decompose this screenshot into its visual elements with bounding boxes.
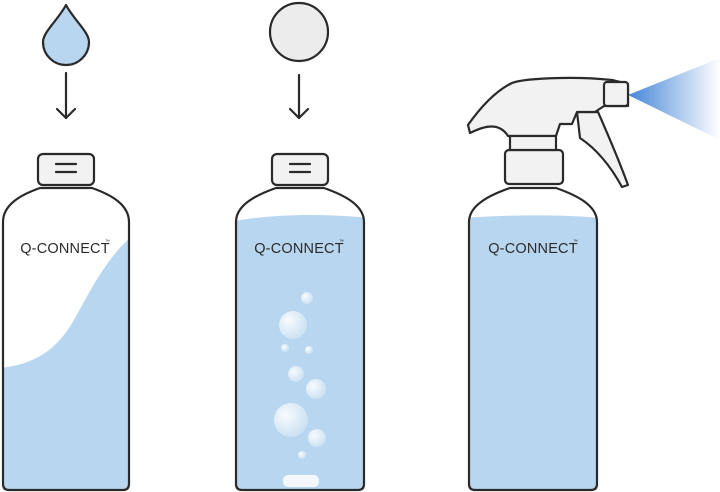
trademark-symbol: ™: [105, 239, 110, 245]
bubble: [274, 403, 308, 437]
brand-label: Q-CONNECT: [254, 241, 344, 257]
spray-mist: [628, 58, 720, 140]
bubble: [288, 366, 304, 382]
water-drop-icon: [41, 3, 91, 67]
bubble: [281, 344, 289, 352]
down-arrow-icon: [288, 73, 310, 120]
down-arrow-icon: [55, 71, 77, 120]
liquid-full-fill: [469, 215, 597, 490]
bubble: [306, 379, 326, 399]
bottle-body: Q-CONNECT ™: [1, 186, 131, 492]
trademark-symbol: ™: [573, 239, 578, 245]
bubble: [305, 346, 313, 354]
bottle-body: Q-CONNECT ™: [467, 186, 599, 492]
bubble: [308, 429, 326, 447]
bottle-cap: [36, 152, 96, 187]
step-2-add-tablet: Q-CONNECT ™: [234, 1, 366, 492]
step-1-add-water: Q-CONNECT ™: [1, 3, 131, 492]
brand-label: Q-CONNECT: [20, 241, 110, 257]
liquid-full-fill: [236, 214, 364, 490]
bottle-cap: [270, 152, 330, 187]
spray-trigger-icon: [466, 76, 630, 189]
dissolving-tablet: [283, 475, 319, 487]
tablet-icon: [268, 1, 330, 63]
step-3-attach-spray: Q-CONNECT ™: [466, 58, 720, 492]
bottle-body: Q-CONNECT ™: [234, 186, 366, 492]
brand-label: Q-CONNECT: [488, 241, 578, 257]
trademark-symbol: ™: [339, 239, 344, 245]
bubble: [298, 451, 306, 459]
bubble: [279, 311, 307, 339]
bubble: [301, 292, 313, 304]
liquid-partial-fill: [3, 236, 129, 490]
